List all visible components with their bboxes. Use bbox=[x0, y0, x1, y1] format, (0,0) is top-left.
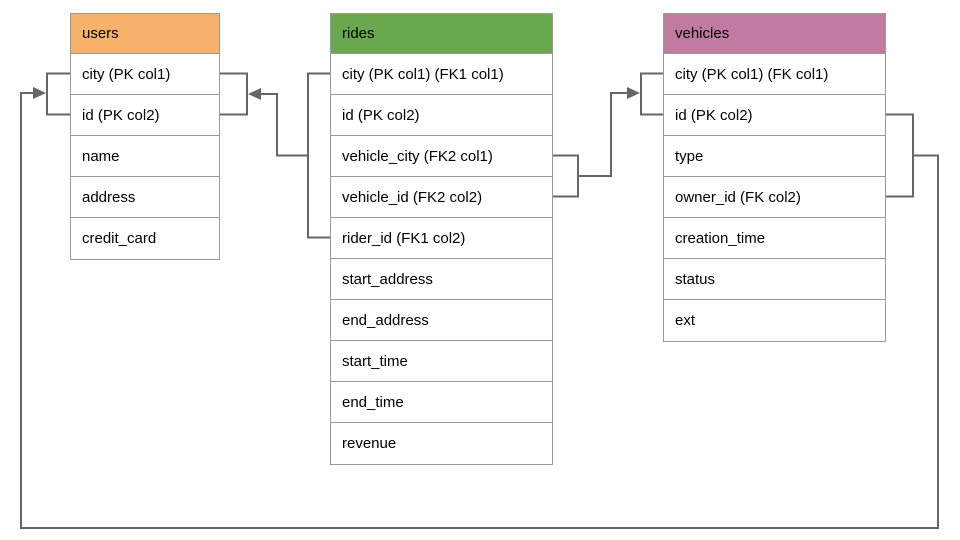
rides-to-vehicles-arrow-icon bbox=[627, 87, 640, 99]
rides-to-users-link-line bbox=[251, 93, 308, 157]
users-pk-bus-right bbox=[220, 72, 248, 116]
table-row: creation_time bbox=[664, 218, 885, 259]
vehicles-fk-bus bbox=[886, 113, 914, 198]
vehicles-pk-bus-left bbox=[640, 72, 663, 116]
table-vehicles-header: vehicles bbox=[664, 14, 885, 54]
relationship-rides-to-vehicles bbox=[553, 72, 663, 198]
table-row: vehicle_id (FK2 col2) bbox=[331, 177, 552, 218]
rides-to-users-arrow-icon bbox=[248, 88, 261, 100]
table-rides: rides city (PK col1) (FK1 col1) id (PK c… bbox=[330, 13, 553, 465]
table-row: start_address bbox=[331, 259, 552, 300]
table-rides-title: rides bbox=[342, 25, 375, 42]
table-users-header: users bbox=[71, 14, 219, 54]
table-row: revenue bbox=[331, 423, 552, 464]
table-row: start_time bbox=[331, 341, 552, 382]
table-row: credit_card bbox=[71, 218, 219, 259]
table-users-title: users bbox=[82, 25, 119, 42]
rides-fk1-bus bbox=[307, 72, 330, 239]
relationship-vehicles-to-users bbox=[20, 72, 939, 529]
table-row: end_address bbox=[331, 300, 552, 341]
table-row: id (PK col2) bbox=[71, 95, 219, 136]
table-row: ext bbox=[664, 300, 885, 341]
table-row: vehicle_city (FK2 col1) bbox=[331, 136, 552, 177]
rides-fk2-bus bbox=[553, 154, 579, 198]
vehicles-to-users-link-line bbox=[20, 92, 939, 529]
table-row: owner_id (FK col2) bbox=[664, 177, 885, 218]
vehicles-to-users-arrow-icon bbox=[33, 87, 46, 99]
rides-to-vehicles-link-line bbox=[578, 92, 637, 177]
table-row: address bbox=[71, 177, 219, 218]
table-row: name bbox=[71, 136, 219, 177]
table-users: users city (PK col1) id (PK col2) name a… bbox=[70, 13, 220, 260]
table-row: end_time bbox=[331, 382, 552, 423]
table-row: id (PK col2) bbox=[664, 95, 885, 136]
table-rides-header: rides bbox=[331, 14, 552, 54]
table-vehicles-title: vehicles bbox=[675, 25, 730, 42]
table-row: id (PK col2) bbox=[331, 95, 552, 136]
table-row: city (PK col1) bbox=[71, 54, 219, 95]
table-row: city (PK col1) (FK1 col1) bbox=[331, 54, 552, 95]
table-row: type bbox=[664, 136, 885, 177]
table-row: rider_id (FK1 col2) bbox=[331, 218, 552, 259]
table-vehicles: vehicles city (PK col1) (FK col1) id (PK… bbox=[663, 13, 886, 342]
table-row: city (PK col1) (FK col1) bbox=[664, 54, 885, 95]
relationship-rides-to-users bbox=[220, 72, 330, 239]
table-row: status bbox=[664, 259, 885, 300]
users-pk-bus-left bbox=[46, 72, 70, 116]
